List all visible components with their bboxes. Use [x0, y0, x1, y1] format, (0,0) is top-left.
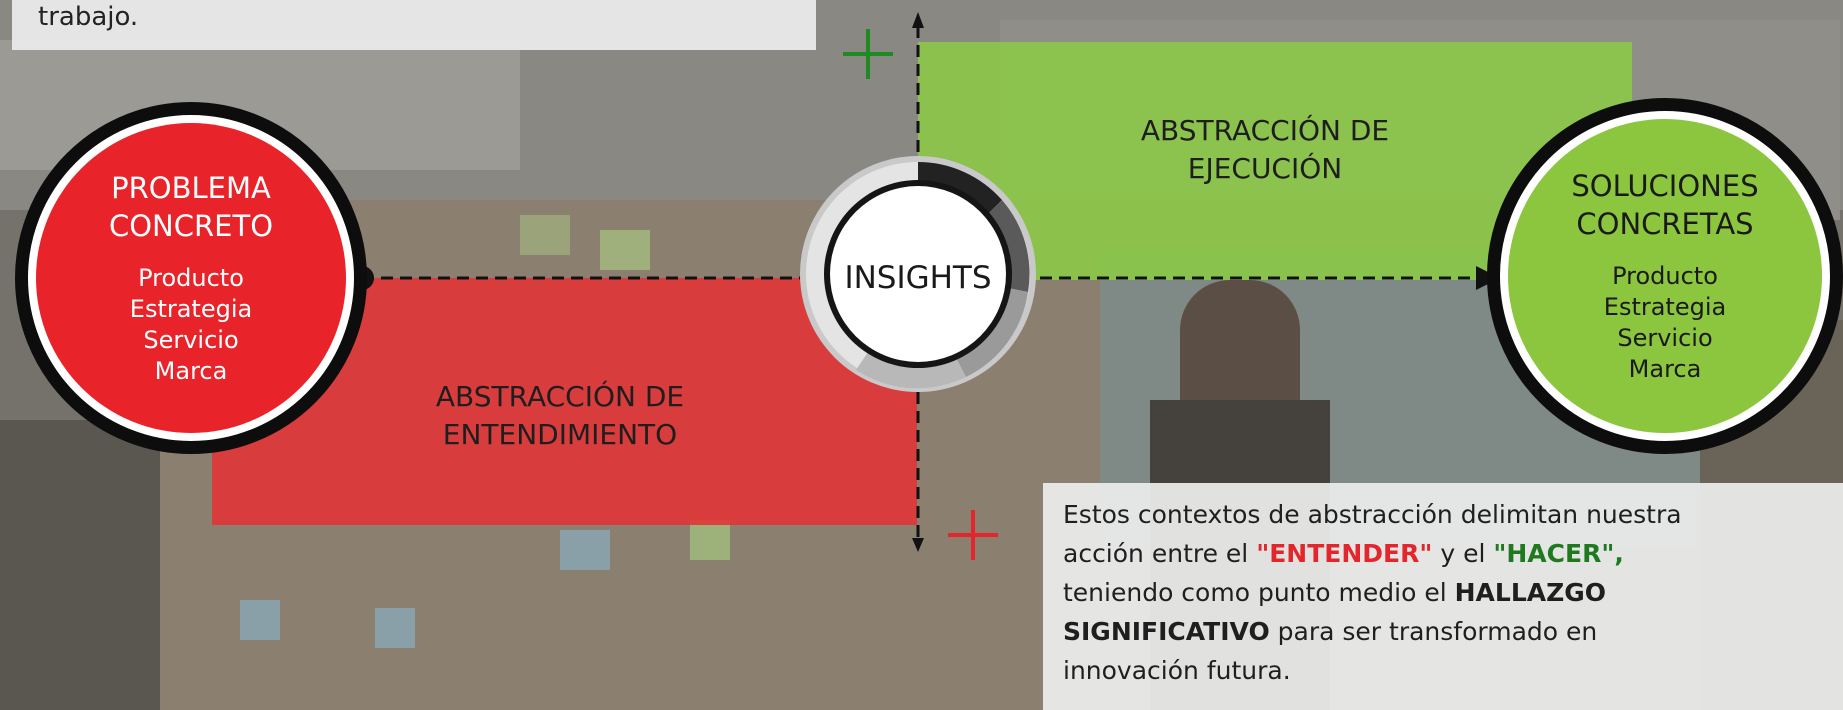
insights-ring: [800, 156, 1036, 392]
concrete-problem-circle: PROBLEMA CONCRETO Producto Estrategia Se…: [15, 102, 367, 454]
ring-segment-dark: [918, 162, 1002, 216]
top-note-text: trabajo.: [38, 2, 139, 32]
problem-item-brand: Marca: [154, 357, 228, 385]
understanding-label-line-2: ENTENDIMIENTO: [442, 418, 678, 451]
solution-item-service: Servicio: [1617, 324, 1713, 352]
insights-label: INSIGHTS: [844, 260, 992, 296]
problem-item-strategy: Estrategia: [129, 295, 253, 323]
ring-segment-light: [956, 288, 1028, 377]
bottom-note-line-1: Estos contextos de abstracción delimitan…: [1063, 500, 1682, 529]
concrete-problem-title-line-2: CONCRETO: [108, 209, 274, 243]
line4-text-b: para ser transformado en: [1269, 617, 1598, 646]
vertical-axis-up-arrow: [912, 12, 924, 28]
bottom-note-line-2: acción entre el "ENTENDER" y el "HACER",: [1063, 534, 1823, 573]
line3-text-a: teniendo como punto medio el: [1063, 578, 1455, 607]
solution-item-strategy: Estrategia: [1603, 293, 1727, 321]
solution-item-product: Producto: [1612, 262, 1718, 290]
plus-icon-top: [843, 29, 893, 79]
concrete-solutions-title-line-2: CONCRETAS: [1576, 207, 1754, 241]
execution-label-line-2: EJECUCIÓN: [1187, 152, 1343, 185]
concrete-problem-items: Producto Estrategia Servicio Marca: [130, 263, 252, 387]
concrete-solutions-fill: SOLUCIONES CONCRETAS Producto Estrategia…: [1508, 119, 1822, 433]
problem-item-service: Servicio: [143, 326, 239, 354]
do-highlight: "HACER",: [1493, 539, 1624, 568]
understanding-abstraction-label: ABSTRACCIÓN DE ENTENDIMIENTO: [340, 378, 780, 454]
concrete-solutions-title-line-1: SOLUCIONES: [1571, 169, 1759, 203]
concrete-problem-title-line-1: PROBLEMA: [111, 171, 271, 205]
concrete-solutions-circle: SOLUCIONES CONCRETAS Producto Estrategia…: [1487, 98, 1843, 454]
concrete-solutions-items: Producto Estrategia Servicio Marca: [1604, 261, 1726, 385]
execution-label-line-1: ABSTRACCIÓN DE: [1140, 114, 1390, 147]
concrete-solutions-title: SOLUCIONES CONCRETAS: [1571, 167, 1758, 243]
line2-text-a: acción entre el: [1063, 539, 1257, 568]
finding-highlight: HALLAZGO: [1454, 578, 1607, 607]
bottom-note-line-4: SIGNIFICATIVO para ser transformado en: [1063, 612, 1823, 651]
bottom-note-line-3: teniendo como punto medio el HALLAZGO: [1063, 573, 1823, 612]
vertical-axis-down-arrow: [912, 538, 924, 552]
concrete-problem-title: PROBLEMA CONCRETO: [109, 169, 273, 245]
execution-abstraction-label: ABSTRACCIÓN DE EJECUCIÓN: [1055, 112, 1475, 188]
significant-highlight: SIGNIFICATIVO: [1063, 617, 1270, 646]
concrete-problem-fill: PROBLEMA CONCRETO Producto Estrategia Se…: [36, 123, 346, 433]
bottom-note: Estos contextos de abstracción delimitan…: [1043, 483, 1843, 710]
solution-item-brand: Marca: [1628, 355, 1702, 383]
plus-icon-bottom: [948, 510, 998, 560]
problem-item-product: Producto: [138, 264, 244, 292]
line2-text-c: y el: [1432, 539, 1494, 568]
top-note: trabajo.: [12, 0, 816, 50]
understanding-label-line-1: ABSTRACCIÓN DE: [435, 380, 685, 413]
bottom-note-line-5: innovación futura.: [1063, 656, 1291, 685]
understand-highlight: "ENTENDER": [1256, 539, 1433, 568]
